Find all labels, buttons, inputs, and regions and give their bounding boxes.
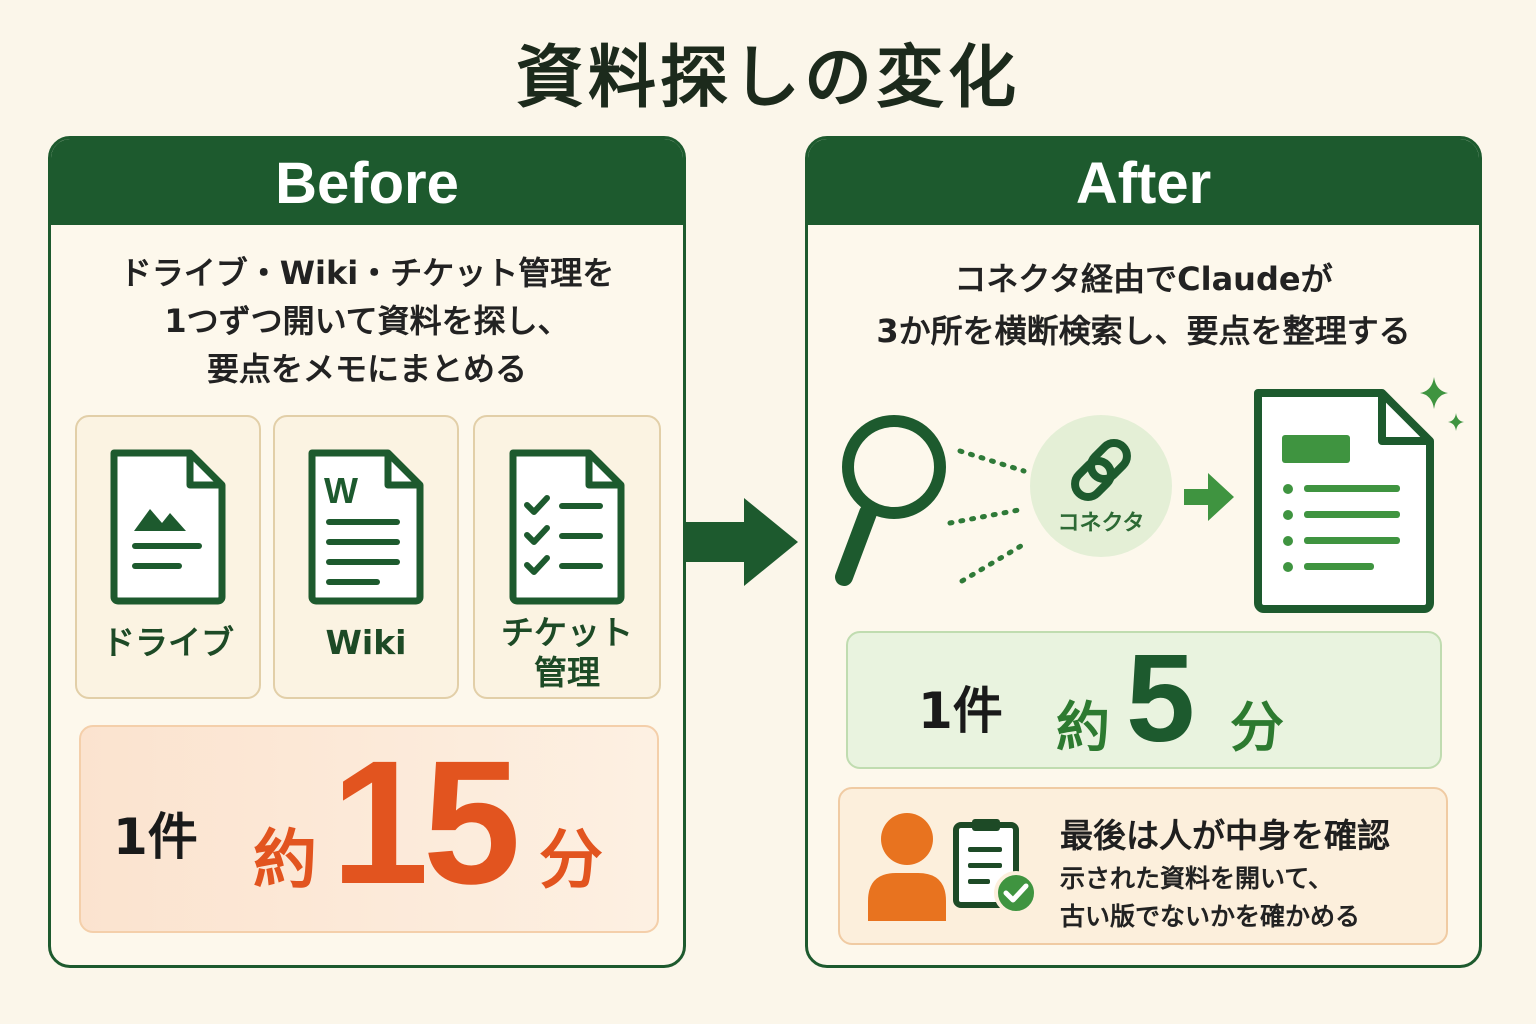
svg-text:W: W	[324, 470, 358, 511]
after-description-line: 3か所を横断検索し、要点を整理する	[876, 312, 1411, 350]
after-approx: 約	[1056, 696, 1110, 759]
tool-label-ticket-line: チケット	[501, 613, 633, 652]
after-description-line: コネクタ経由でClaudeが	[954, 260, 1333, 298]
page-title: 資料探しの変化	[515, 39, 1020, 118]
human-check-box: 最後は人が中身を確認 示された資料を開いて、 古い版でないかを確かめる	[838, 787, 1448, 945]
after-count: 1件	[918, 682, 1003, 740]
tool-card-ticket: チケット 管理	[473, 415, 661, 699]
after-minutes-value: 5	[1126, 630, 1195, 768]
after-time-box: 1件 約 5 分	[846, 631, 1442, 769]
check-text-line: 示された資料を開いて、	[1060, 864, 1334, 893]
before-header: Before	[51, 139, 683, 225]
connector-label: コネクタ	[1057, 511, 1145, 536]
before-minutes-value: 15	[331, 725, 521, 921]
link-chain-icon	[1071, 439, 1131, 501]
check-title: 最後は人が中身を確認	[1060, 816, 1390, 855]
check-text-line: 古い版でないかを確かめる	[1060, 902, 1361, 931]
before-time-box: 1件 約 15 分	[79, 725, 659, 933]
before-description-line: 要点をメモにまとめる	[206, 350, 527, 388]
connector-circle: コネクタ	[1030, 415, 1172, 557]
tool-card-wiki: W Wiki	[273, 415, 459, 699]
before-panel: Before ドライブ・Wiki・チケット管理を 1つずつ開いて資料を探し、 要…	[48, 136, 686, 968]
tool-label-drive: ドライブ	[102, 623, 234, 662]
clipboard-check-icon	[953, 819, 1038, 915]
search-dotted-lines	[947, 448, 1029, 584]
image-file-icon	[110, 449, 226, 605]
tool-label-wiki: Wiki	[325, 623, 407, 662]
tool-card-drive: ドライブ	[75, 415, 261, 699]
person-icon	[868, 813, 946, 921]
tool-label-ticket-line: 管理	[534, 653, 600, 692]
before-approx: 約	[253, 824, 317, 898]
after-header: After	[808, 139, 1479, 225]
after-description: コネクタ経由でClaudeが 3か所を横断検索し、要点を整理する	[808, 253, 1479, 357]
after-unit: 分	[1230, 696, 1284, 759]
before-description: ドライブ・Wiki・チケット管理を 1つずつ開いて資料を探し、 要点をメモにまと…	[51, 249, 683, 393]
before-unit: 分	[539, 824, 603, 898]
tool-label-ticket: チケット 管理	[475, 613, 659, 693]
magnifier-icon	[835, 415, 946, 586]
right-arrow-icon	[684, 498, 798, 586]
before-description-line: ドライブ・Wiki・チケット管理を	[119, 254, 615, 292]
after-panel: After コネクタ経由でClaudeが 3か所を横断検索し、要点を整理する コ…	[805, 136, 1482, 968]
word-document-icon: W	[308, 449, 424, 605]
before-description-line: 1つずつ開いて資料を探し、	[164, 302, 570, 340]
checklist-file-icon	[509, 449, 625, 605]
result-document-icon	[1254, 377, 1464, 613]
before-count: 1件	[113, 808, 198, 866]
green-arrow-icon	[1184, 473, 1234, 521]
